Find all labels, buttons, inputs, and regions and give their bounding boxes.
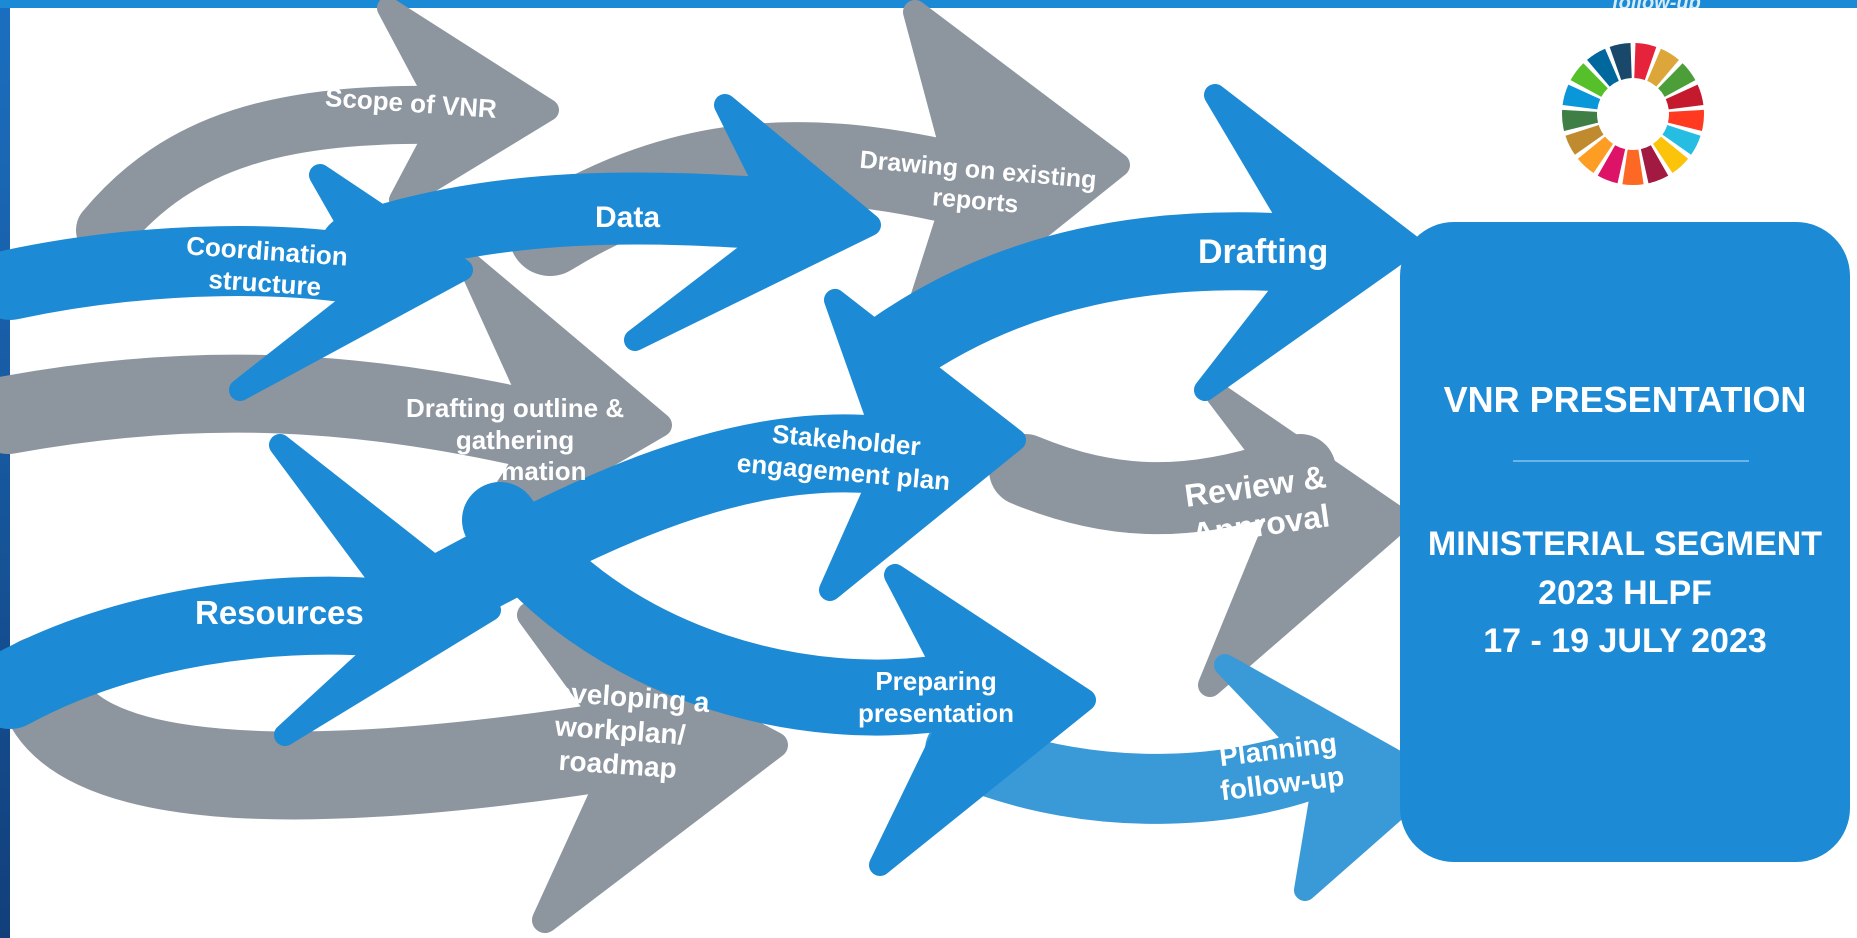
label-preparing-presentation: Preparing presentation — [858, 666, 1015, 728]
sdg-wheel-segment — [1634, 43, 1657, 80]
label-resources: Resources — [195, 594, 364, 631]
sdg-wheel-segment — [1562, 84, 1601, 110]
sdg-wheel-segment — [1587, 48, 1619, 87]
arrow-resources — [0, 434, 501, 746]
label-developing-workplan: Developing a workplan/ roadmap — [534, 675, 711, 785]
sdg-wheel-segment — [1667, 109, 1704, 132]
panel-title: VNR PRESENTATION — [1443, 379, 1807, 420]
sdg-wheel-segment — [1662, 125, 1701, 155]
sdg-wheel-segment — [1609, 43, 1632, 80]
sdg-wheel-segment — [1622, 149, 1644, 185]
arrow-review-approval — [989, 383, 1412, 697]
panel-hlpf-year: 2023 HLPF — [1538, 574, 1712, 612]
sdg-wheel-segment — [1653, 136, 1689, 174]
arrow-drafting — [856, 84, 1421, 401]
top-banner-truncated-text: follow-up — [1612, 0, 1752, 8]
label-coordination-structure: Coordination structure — [185, 230, 349, 302]
panel-dates: 17 - 19 JULY 2023 — [1483, 622, 1767, 660]
sdg-wheel-icon — [1562, 43, 1704, 185]
label-drafting-outline: Drafting outline & gathering information — [406, 393, 625, 487]
arrow-data — [319, 94, 881, 351]
panel-ministerial-segment: MINISTERIAL SEGMENT — [1427, 525, 1823, 563]
sdg-wheel-segment — [1597, 145, 1626, 184]
label-drafting: Drafting — [1198, 233, 1329, 271]
sdg-wheel-segment — [1577, 136, 1613, 174]
sdg-wheel-segment — [1562, 109, 1599, 132]
arrow-preparing-presentation — [462, 482, 1096, 876]
arrow-stakeholder-engagement — [391, 289, 1026, 639]
sdg-wheel-segment — [1665, 84, 1704, 110]
arrow-planning-follow-up — [925, 654, 1441, 901]
sdg-wheel-segment — [1570, 63, 1608, 97]
left-edge-strip — [0, 0, 10, 938]
sdg-wheel-segment — [1647, 48, 1679, 87]
panel-divider — [1513, 460, 1749, 462]
vnr-presentation-panel: VNR PRESENTATION MINISTERIAL SEGMENT 202… — [1400, 222, 1850, 862]
label-data: Data — [595, 201, 661, 234]
sdg-wheel-segment — [1658, 63, 1696, 97]
top-banner-strip: follow-up — [0, 0, 1857, 8]
sdg-wheel-segment — [1565, 125, 1604, 155]
sdg-wheel-segment — [1640, 145, 1669, 184]
